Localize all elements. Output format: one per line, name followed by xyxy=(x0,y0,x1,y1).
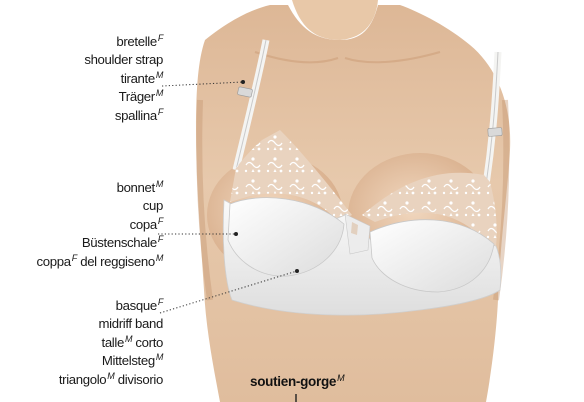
strap-label-4: spallinaF xyxy=(84,107,163,125)
strap-labels: bretelleF shoulder strap tiranteM Träger… xyxy=(84,33,163,125)
strap-slider-right xyxy=(488,128,503,137)
figure-title: soutien-gorgeM xyxy=(250,374,344,389)
cup-label-2: copaF xyxy=(37,216,163,234)
band-label-3: MittelstegM xyxy=(59,352,163,370)
band-label-2: talleM corto xyxy=(59,334,163,352)
strap-label-3: TrägerM xyxy=(84,88,163,106)
cup-label-0: bonnetM xyxy=(37,179,163,197)
strap-label-1: shoulder strap xyxy=(84,51,163,69)
band-labels: basqueF midriff band talleM corto Mittel… xyxy=(59,297,163,389)
band-label-4: triangoloM divisorio xyxy=(59,371,163,389)
band-label-1: midriff band xyxy=(59,315,163,333)
strap-label-0: bretelleF xyxy=(84,33,163,51)
cup-label-3: BüstenschaleF xyxy=(37,234,163,252)
band-label-0: basqueF xyxy=(59,297,163,315)
cup-label-4: coppaF del reggisenoM xyxy=(37,253,163,271)
cup-labels: bonnetM cup copaF BüstenschaleF coppaF d… xyxy=(37,179,163,271)
cup-label-1: cup xyxy=(37,197,163,215)
strap-label-2: tiranteM xyxy=(84,70,163,88)
